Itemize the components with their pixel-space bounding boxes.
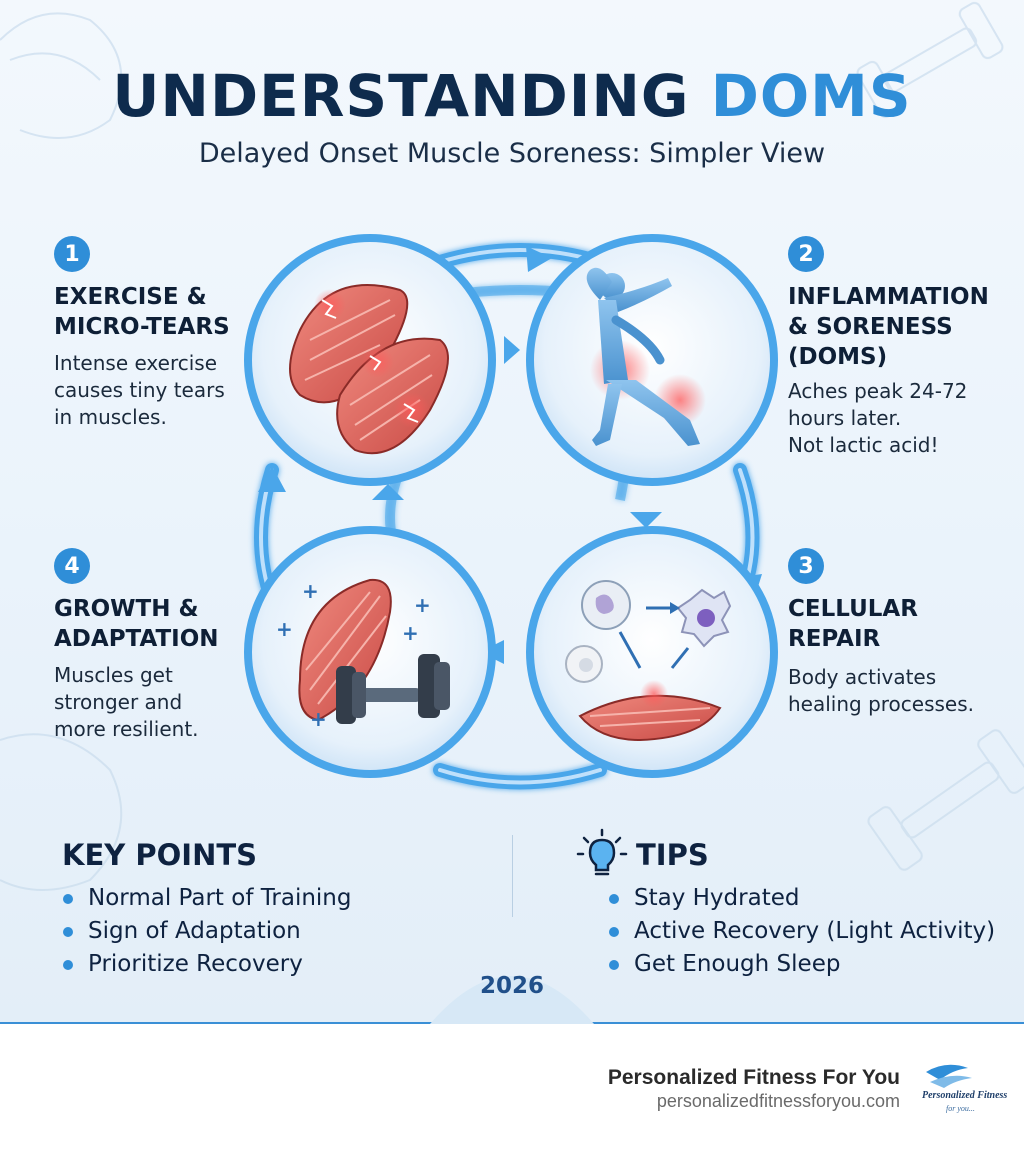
- immune-cells-icon: [565, 580, 732, 742]
- tips-list: Stay Hydrated Active Recovery (Light Act…: [606, 882, 995, 981]
- muscle-icon: [298, 578, 392, 722]
- background-decor: [0, 1, 1024, 891]
- panel-divider: [512, 835, 513, 917]
- year-label: 2026: [479, 973, 544, 999]
- plus-icons: + + + + +: [276, 579, 431, 731]
- list-item: Prioritize Recovery: [60, 948, 351, 981]
- stretching-figure-icon: [586, 267, 706, 446]
- list-item: Sign of Adaptation: [60, 915, 351, 948]
- step-3-number: 3: [788, 548, 824, 584]
- step-2-description: Aches peak 24-72 hours later. Not lactic…: [788, 379, 968, 457]
- svg-text:+: +: [402, 621, 419, 645]
- step-3-title: CELLULAR REPAIR: [788, 596, 918, 652]
- step-2-number: 2: [788, 236, 824, 272]
- svg-text:+: +: [276, 617, 293, 641]
- step-4-description: Muscles get stronger and more resilient.: [54, 663, 199, 741]
- step-3-description: Body activates healing processes.: [788, 665, 975, 716]
- lightbulb-icon: [576, 828, 628, 876]
- svg-text:+: +: [302, 579, 319, 603]
- doms-cycle-diagram: + + + + +: [244, 234, 778, 790]
- list-item: Stay Hydrated: [606, 882, 995, 915]
- brand-logo: [926, 1064, 972, 1088]
- step-1-description: Intense exercise causes tiny tears in mu…: [54, 351, 225, 429]
- footer-url: personalizedfitnessforyou.com: [656, 1091, 900, 1111]
- step-3-illustration: [526, 526, 778, 778]
- year-badge: [430, 976, 594, 1024]
- footer-brand-name: Personalized Fitness For You: [607, 1066, 900, 1089]
- dumbbell-icon: [336, 654, 450, 724]
- step-4-title: GROWTH & ADAPTATION: [54, 596, 219, 652]
- title-accent: DOMS: [710, 62, 912, 130]
- step-2-illustration: [526, 234, 778, 486]
- list-item: Active Recovery (Light Activity): [606, 915, 995, 948]
- page-subtitle: Delayed Onset Muscle Soreness: Simpler V…: [198, 138, 826, 169]
- step-2-title: INFLAMMATION & SORENESS (DOMS): [788, 284, 989, 370]
- step-1-title: EXERCISE & MICRO-TEARS: [54, 284, 230, 340]
- list-item: Get Enough Sleep: [606, 948, 995, 981]
- muscle-icon: [289, 284, 449, 455]
- footer: [0, 1025, 1024, 1154]
- svg-text:+: +: [414, 593, 431, 617]
- logo-text: Personalized Fitness: [922, 1090, 1008, 1101]
- step-4-illustration: + + + + +: [244, 526, 496, 778]
- title-main: UNDERSTANDING: [112, 62, 711, 130]
- svg-text:+: +: [310, 707, 327, 731]
- logo-tagline: for you...: [946, 1104, 975, 1113]
- page-title: UNDERSTANDING DOMS: [0, 62, 1024, 130]
- key-points-heading: KEY POINTS: [62, 838, 258, 872]
- step-1-number: 1: [54, 236, 90, 272]
- step-1-illustration: [244, 234, 496, 486]
- key-points-list: Normal Part of Training Sign of Adaptati…: [60, 882, 351, 981]
- step-4-number: 4: [54, 548, 90, 584]
- list-item: Normal Part of Training: [60, 882, 351, 915]
- tips-heading: TIPS: [636, 838, 709, 872]
